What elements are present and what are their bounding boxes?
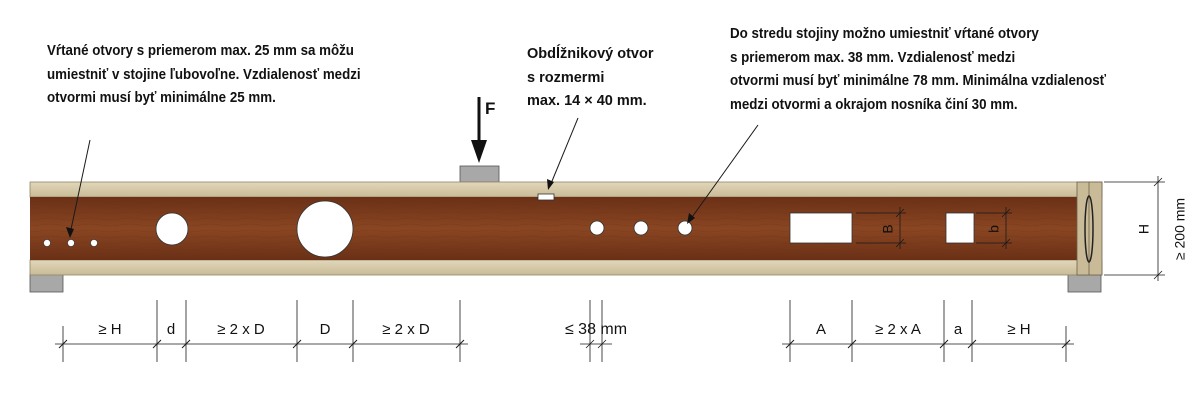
small-hole (43, 239, 51, 247)
note-line: s rozmermi (527, 69, 605, 86)
force-arrow (471, 97, 487, 163)
top-flange (29, 181, 1103, 198)
note-small-holes: Vŕtané otvory s priemerom max. 25 mm sa … (47, 40, 361, 111)
bottom-flange (29, 259, 1103, 276)
dim-B (856, 207, 906, 249)
dim-label: d (167, 321, 175, 338)
note-line: Do stredu stojiny možno umiestniť vŕtané… (730, 26, 1039, 42)
dim-height (1104, 176, 1165, 281)
rectangular-opening-A (789, 212, 853, 244)
label-H: H (1136, 224, 1152, 234)
dim-label: A (816, 321, 826, 338)
dim-label-middle: ≤ 38 mm (565, 321, 627, 338)
left-support (29, 273, 64, 293)
label-height-min: ≥ 200 mm (1172, 198, 1188, 260)
note-line: Obdĺžnikový otvor (527, 46, 654, 62)
round-hole-d (155, 212, 189, 246)
rectangular-hole-small (537, 193, 555, 201)
dimension-ticks-left (58, 339, 465, 349)
dimension-chain-middle (580, 300, 612, 362)
dim-label: ≥ 2 x A (875, 321, 921, 338)
round-hole-D (296, 200, 354, 258)
end-stiffener-fastener (1084, 195, 1094, 263)
small-hole (67, 239, 75, 247)
note-line: otvormi musí byť minimálne 78 mm. Minimá… (730, 73, 1107, 89)
note-line: s priemerom max. 38 mm. Vzdialenosť medz… (730, 49, 1016, 66)
force-label: F (485, 99, 495, 118)
note-line: otvormi musí byť minimálne 25 mm. (47, 90, 276, 106)
load-plate (459, 165, 500, 183)
dim-label: ≥ 2 x D (382, 321, 430, 338)
dim-label: ≥ H (1007, 321, 1030, 338)
note-line: max. 14 × 40 mm. (527, 93, 647, 109)
beam-web-grain (30, 197, 1102, 260)
leader-lines (69, 117, 759, 235)
right-support (1067, 273, 1102, 293)
center-hole (677, 220, 693, 236)
center-hole (589, 220, 605, 236)
dimension-ticks-right (785, 339, 1071, 349)
dim-label: D (320, 321, 331, 338)
note-line: medzi otvormi a okrajom nosníka činí 30 … (730, 96, 1018, 113)
end-stiffener (1076, 181, 1103, 276)
note-rectangular-hole: Obdĺžnikový otvor s rozmermi max. 14 × 4… (527, 43, 654, 114)
label-B: B (880, 224, 896, 233)
center-hole (633, 220, 649, 236)
dimension-chain-left (55, 300, 468, 362)
rectangular-opening-a (945, 212, 975, 244)
dim-label: a (954, 321, 963, 338)
note-line: Vŕtané otvory s priemerom max. 25 mm sa … (47, 43, 354, 59)
small-hole (90, 239, 98, 247)
dim-b (976, 207, 1012, 249)
dim-label: ≥ 2 x D (217, 321, 265, 338)
label-b: b (986, 225, 1002, 233)
note-line: umiestniť v stojine ľubovoľne. Vzdialeno… (47, 66, 361, 83)
dim-label: ≥ H (98, 321, 121, 338)
note-center-holes: Do stredu stojiny možno umiestniť vŕtané… (730, 23, 1106, 117)
